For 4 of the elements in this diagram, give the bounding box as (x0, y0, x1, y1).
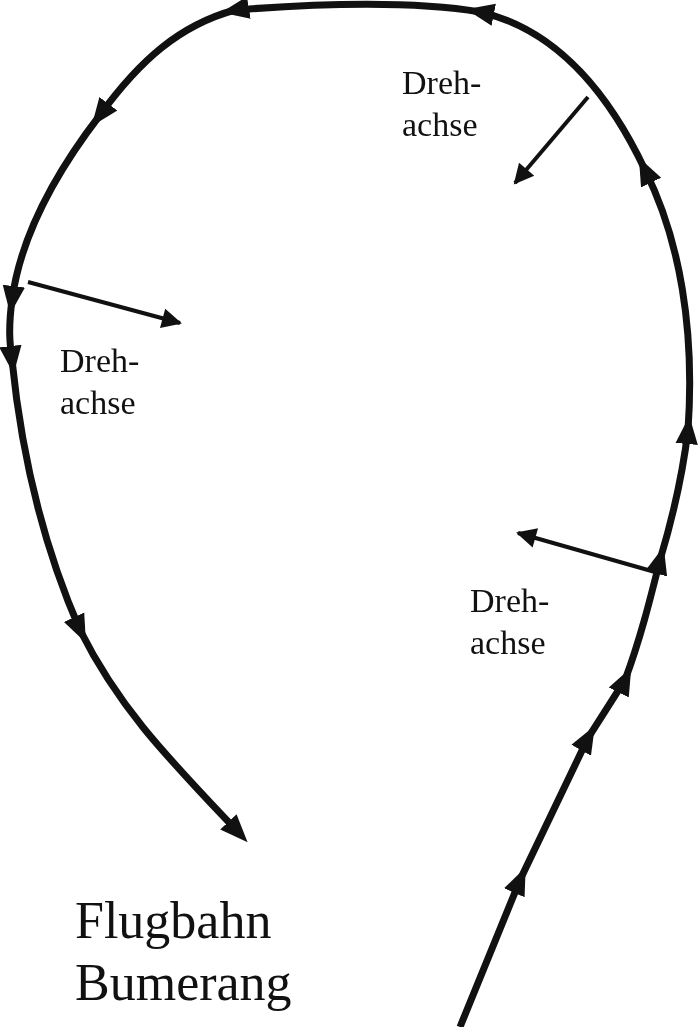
axis-label: Dreh- achse (60, 341, 141, 423)
axis-label: Dreh- achse (402, 63, 483, 145)
caption: Flugbahn Bumerang (75, 891, 293, 1013)
axis-label: Dreh- achse (470, 581, 551, 663)
